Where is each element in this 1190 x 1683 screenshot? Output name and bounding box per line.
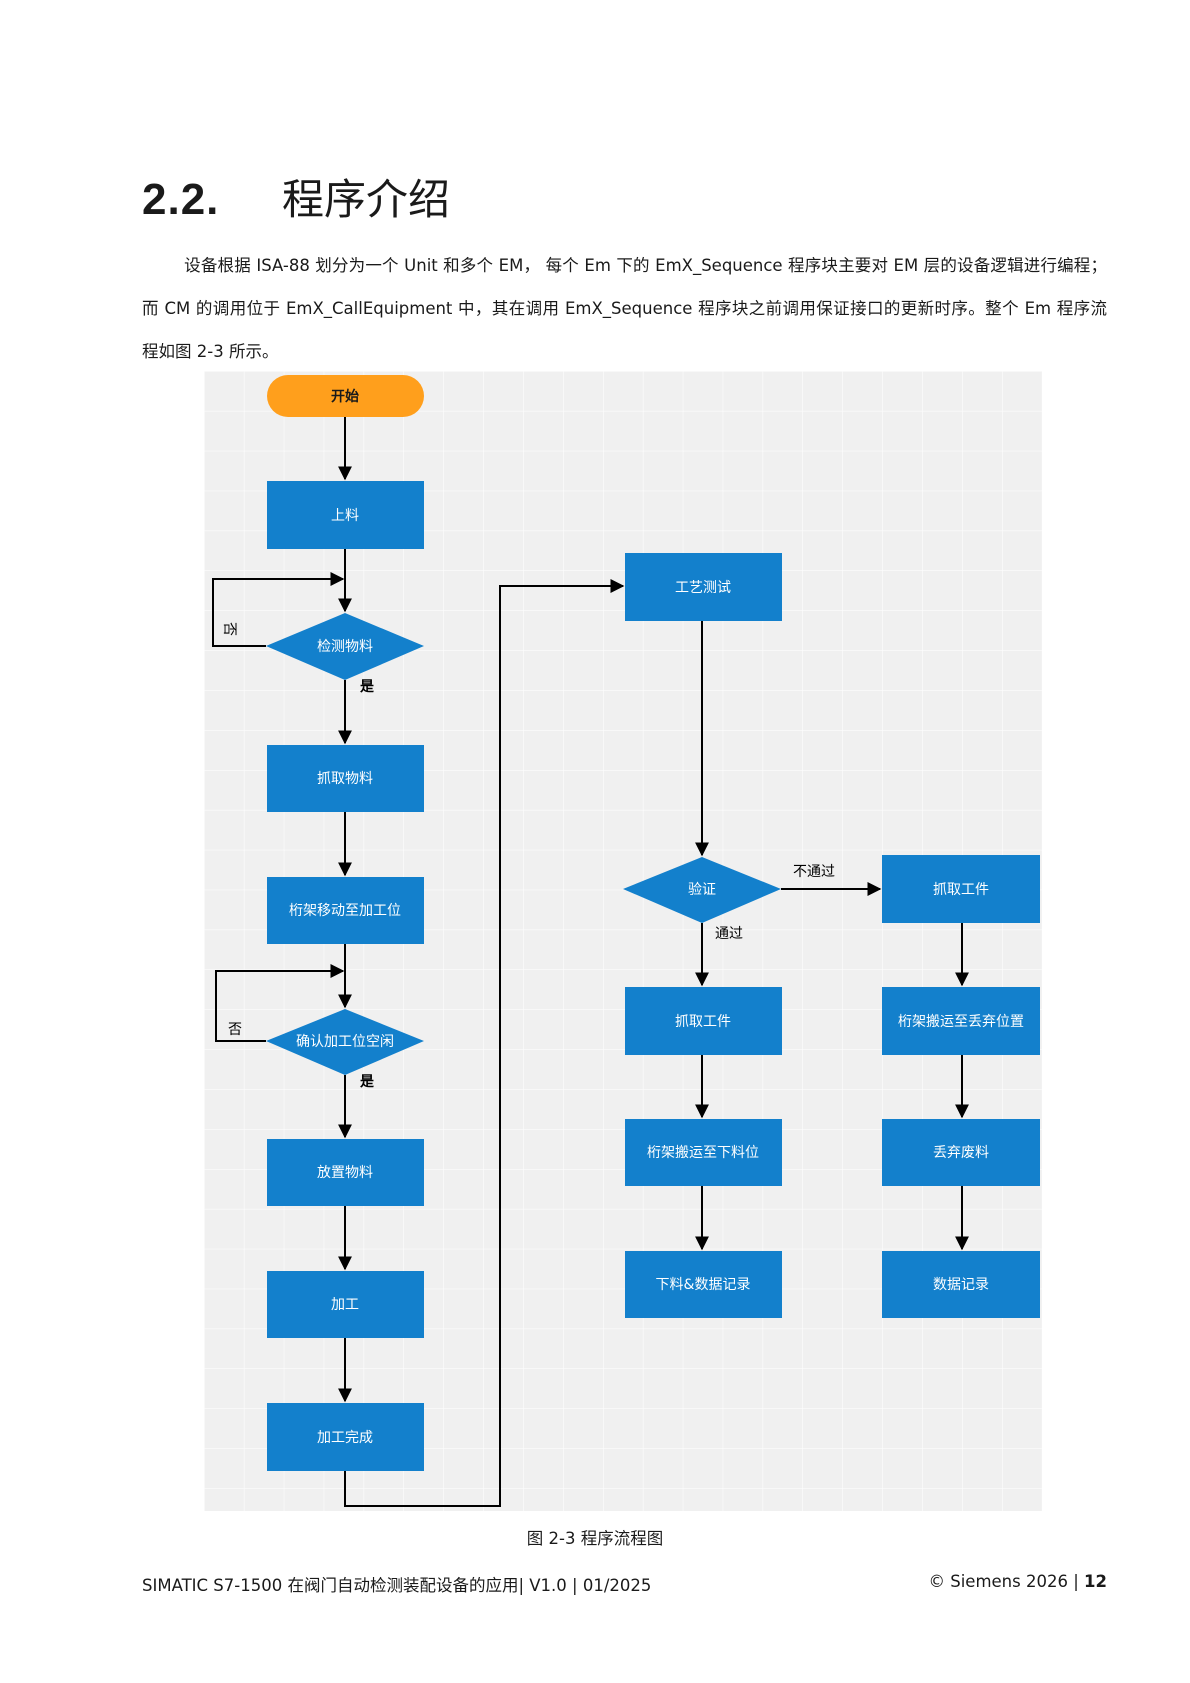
decision-verify-label: 验证 [688,882,716,898]
decision-detect-material [266,613,424,680]
section-paragraph: 设备根据 ISA-88 划分为一个 Unit 和多个 EM， 每个 Em 下的 … [142,244,1107,373]
edge-label-yes-1: 是 [360,679,375,695]
node-gantry-to-station-label: 桁架移动至加工位 [289,903,401,919]
figure-caption: 图 2-3 程序流程图 [526,1529,664,1548]
footer-copyright: © Siemens 2026 | 12 [929,1572,1108,1596]
edge-label-yes-2: 是 [360,1074,375,1090]
decision-detect-material-label: 检测物料 [317,639,373,655]
section-number: 2.2. [142,175,220,224]
start-node [267,375,424,417]
node-process-test-label: 工艺测试 [675,580,731,596]
decision-confirm-station-idle-label: 确认加工位空闲 [296,1034,394,1050]
node-grab-part-fail [882,855,1040,923]
node-gantry-to-unload [625,1119,782,1186]
page-footer: SIMATIC S7-1500 在阀门自动检测装配设备的应用| V1.0 | 0… [142,1572,1107,1596]
node-unload-record [625,1251,782,1318]
node-discard-scrap-label: 丢弃废料 [933,1145,989,1161]
node-place-material [267,1139,424,1206]
start-node-label: 开始 [331,388,359,405]
edge-label-fail: 不通过 [793,864,835,880]
edge-done-to-test [344,579,625,1507]
section-heading: 2.2. 程序介绍 [142,166,450,226]
edge-label-no-2: 否 [228,1022,242,1038]
node-grab-part-pass [625,987,782,1055]
node-gantry-to-unload-label: 桁架搬运至下料位 [647,1145,759,1161]
node-load-label: 上料 [331,508,359,524]
footer-copyright-text: © Siemens 2026 | [928,1572,1085,1591]
edge-label-no-1: 否 [221,622,237,636]
decision-confirm-station-idle [266,1009,424,1075]
node-process-label: 加工 [331,1297,359,1313]
edge-label-pass: 通过 [715,926,743,942]
node-data-record [882,1251,1040,1318]
node-grab-part-pass-label: 抓取工件 [675,1014,731,1030]
node-grab-part-fail-label: 抓取工件 [933,882,989,898]
section-paragraph-text: 设备根据 ISA-88 划分为一个 Unit 和多个 EM， 每个 Em 下的 … [142,256,1107,361]
edge-detect-no-loop [212,572,345,647]
node-place-material-label: 放置物料 [317,1165,373,1181]
node-process-test [625,553,782,621]
node-load [267,481,424,549]
node-grab-material [267,745,424,812]
node-process-done-label: 加工完成 [317,1430,373,1446]
page-number: 12 [1084,1572,1107,1591]
flowchart-edges [212,417,969,1507]
decision-verify [623,857,781,923]
node-gantry-to-discard-label: 桁架搬运至丢弃位置 [898,1014,1024,1030]
node-gantry-to-discard [882,987,1040,1055]
footer-doc-title: SIMATIC S7-1500 在阀门自动检测装配设备的应用| V1.0 | 0… [142,1576,652,1595]
node-grab-material-label: 抓取物料 [317,771,373,787]
edge-confirm-no-loop [215,964,345,1042]
section-title: 程序介绍 [282,175,451,224]
node-process [267,1271,424,1338]
node-data-record-label: 数据记录 [933,1277,989,1293]
node-discard-scrap [882,1119,1040,1186]
program-flowchart: 开始 上料 检测物料 抓取物料 桁架移动至加工位 确认加工位空闲 放置物料 加工… [204,371,1042,1511]
node-gantry-to-station [267,877,424,944]
node-process-done [267,1403,424,1471]
node-unload-record-label: 下料&数据记录 [656,1277,751,1293]
